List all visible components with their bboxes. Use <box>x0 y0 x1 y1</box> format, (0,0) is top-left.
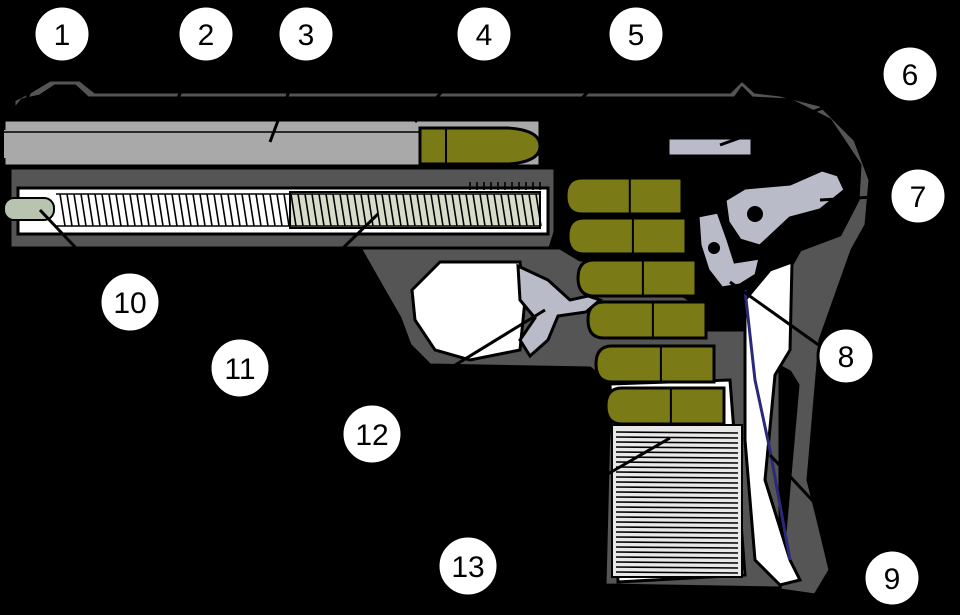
svg-text:13: 13 <box>451 551 484 584</box>
callout-8: 8 <box>816 326 876 386</box>
top-spring-teeth <box>469 182 541 190</box>
callout-1: 1 <box>32 4 92 64</box>
recoil-spring <box>56 193 542 227</box>
magazine-spring <box>611 424 743 578</box>
callout-2: 2 <box>176 4 236 64</box>
mainspring-wire <box>743 289 792 561</box>
leader-lines <box>20 57 893 562</box>
firing-pin-spring <box>547 137 667 157</box>
callout-7: 7 <box>888 166 948 226</box>
svg-text:8: 8 <box>838 341 855 374</box>
svg-text:7: 7 <box>910 181 927 214</box>
callout-11: 11 <box>208 336 272 400</box>
svg-text:3: 3 <box>298 19 315 52</box>
svg-text:2: 2 <box>198 19 215 52</box>
magazine-round <box>566 216 688 256</box>
svg-text:11: 11 <box>224 353 255 386</box>
callout-12: 12 <box>340 402 404 466</box>
grip-panel <box>743 259 803 587</box>
callout-3: 3 <box>276 4 336 64</box>
svg-text:1: 1 <box>54 19 71 52</box>
svg-text:10: 10 <box>113 287 146 320</box>
magazine-round <box>586 300 708 340</box>
magazine-round <box>576 258 698 298</box>
recoil-plug <box>3 197 55 221</box>
callout-9: 9 <box>862 548 922 608</box>
svg-text:4: 4 <box>476 19 493 52</box>
sear <box>696 210 762 290</box>
magazine-cartridges <box>564 176 726 426</box>
callout-5: 5 <box>606 4 666 64</box>
svg-text:5: 5 <box>628 19 645 52</box>
magazine-round <box>604 386 726 426</box>
chambered-round <box>418 126 542 166</box>
svg-text:12: 12 <box>355 419 388 452</box>
callout-10: 10 <box>98 270 162 334</box>
callout-6: 6 <box>880 44 940 104</box>
svg-text:6: 6 <box>902 59 919 92</box>
callout-13: 13 <box>436 534 500 598</box>
firing-pin <box>666 136 754 158</box>
magazine-round <box>564 176 684 216</box>
hammer <box>723 168 847 248</box>
trigger <box>516 263 603 359</box>
callout-4: 4 <box>454 4 514 64</box>
svg-text:9: 9 <box>884 563 901 596</box>
magazine-round <box>594 344 716 384</box>
